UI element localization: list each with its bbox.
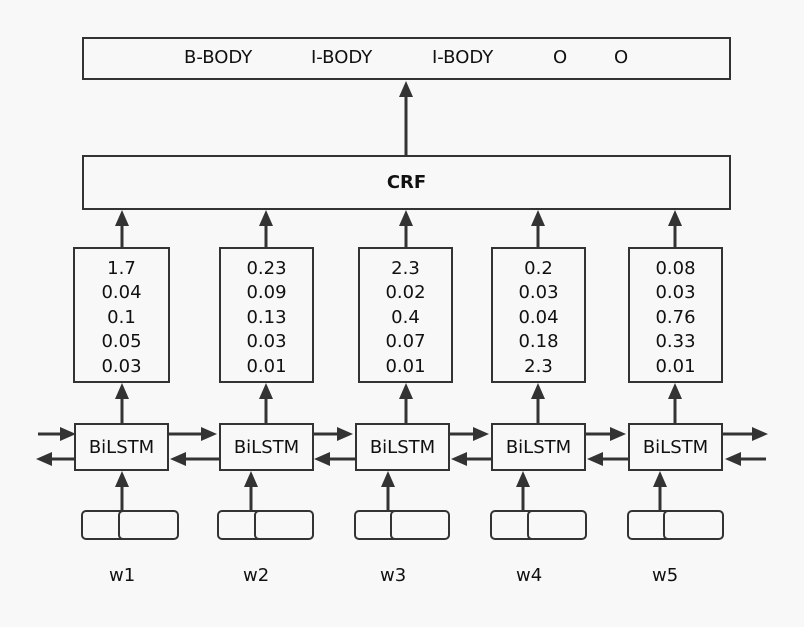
score-value: 0.1 [107, 306, 136, 328]
arrow-head [60, 427, 76, 441]
score-value: 2.3 [391, 258, 420, 279]
arrow-head [473, 427, 489, 441]
output-tag: O [553, 47, 568, 68]
score-value: 0.09 [246, 282, 287, 304]
score-value: 0.13 [246, 306, 287, 328]
arrow-head [115, 471, 129, 487]
arrow-head [399, 81, 413, 97]
arrow-head [170, 452, 186, 466]
arrow-head [259, 383, 273, 399]
score-value: 0.07 [385, 331, 426, 353]
bilstm-label: BiLSTM [642, 436, 709, 458]
arrow-head [314, 452, 330, 466]
output-tag: O [614, 47, 629, 68]
emission-score-box: 0.08 0.03 0.76 0.33 0.01 [628, 247, 723, 383]
input-word: w2 [243, 565, 270, 586]
embedding-segment [527, 510, 587, 540]
arrow-head [36, 452, 52, 466]
crf-layer: CRF [82, 155, 731, 210]
bilstm-cell: BiLSTM [74, 423, 169, 471]
score-value: 0.05 [101, 331, 142, 353]
arrow-head [725, 452, 741, 466]
embedding-segment [254, 510, 314, 540]
bilstm-cell: BiLSTM [628, 423, 723, 471]
score-value: 0.03 [246, 331, 287, 353]
arrow-head [610, 427, 626, 441]
score-value: 0.02 [385, 282, 426, 304]
output-tag: I-BODY [311, 47, 373, 68]
bilstm-label: BiLSTM [505, 436, 572, 458]
bilstm-label: BiLSTM [88, 436, 155, 458]
score-value: 0.2 [524, 258, 553, 279]
arrow-head [451, 452, 467, 466]
input-word: w3 [380, 565, 407, 586]
arrow-head [381, 471, 395, 487]
arrow-head [115, 210, 129, 226]
emission-score-box: 0.23 0.09 0.13 0.03 0.01 [219, 247, 314, 383]
arrow-head [516, 471, 530, 487]
input-word: w1 [109, 565, 136, 586]
output-tag-sequence: B-BODY I-BODY I-BODY O O [82, 37, 731, 80]
score-value: 0.33 [655, 331, 696, 353]
score-value: 0.04 [518, 306, 559, 328]
score-value: 1.7 [107, 258, 136, 279]
bilstm-cell: BiLSTM [491, 423, 586, 471]
crf-label: CRF [386, 172, 427, 193]
arrow-head [668, 210, 682, 226]
score-value: 0.08 [655, 258, 696, 279]
arrow-head [201, 427, 217, 441]
arrow-head [399, 210, 413, 226]
output-tag: I-BODY [432, 47, 494, 68]
output-tag: B-BODY [184, 47, 253, 68]
bilstm-label: BiLSTM [369, 436, 436, 458]
score-value: 0.01 [385, 355, 426, 377]
score-value: 0.01 [246, 355, 287, 377]
score-value: 0.18 [518, 331, 559, 353]
score-value: 0.23 [246, 258, 287, 279]
score-value: 0.04 [101, 282, 142, 304]
arrow-head [531, 383, 545, 399]
arrow-head [399, 383, 413, 399]
bilstm-cell: BiLSTM [355, 423, 450, 471]
emission-score-box: 1.7 0.04 0.1 0.05 0.03 [73, 247, 170, 383]
input-word: w5 [652, 565, 679, 586]
score-value: 2.3 [524, 355, 553, 377]
score-value: 0.01 [655, 355, 696, 377]
arrow-head [531, 210, 545, 226]
embedding-segment [663, 510, 724, 540]
bilstm-cell: BiLSTM [219, 423, 314, 471]
arrow-head [668, 383, 682, 399]
arrow-head [587, 452, 603, 466]
arrow-head [244, 471, 258, 487]
emission-score-box: 2.3 0.02 0.4 0.07 0.01 [358, 247, 453, 383]
arrow-head [337, 427, 353, 441]
emission-score-box: 0.2 0.03 0.04 0.18 2.3 [491, 247, 586, 383]
bilstm-label: BiLSTM [233, 436, 300, 458]
score-value: 0.76 [655, 306, 696, 328]
input-word: w4 [516, 565, 543, 586]
score-value: 0.03 [101, 355, 142, 377]
arrow-head [752, 427, 768, 441]
arrow-head [115, 383, 129, 399]
arrow-head [653, 471, 667, 487]
score-value: 0.4 [391, 306, 420, 328]
arrow-head [259, 210, 273, 226]
score-value: 0.03 [655, 282, 696, 304]
embedding-segment [390, 510, 450, 540]
score-value: 0.03 [518, 282, 559, 304]
embedding-segment [118, 510, 179, 540]
